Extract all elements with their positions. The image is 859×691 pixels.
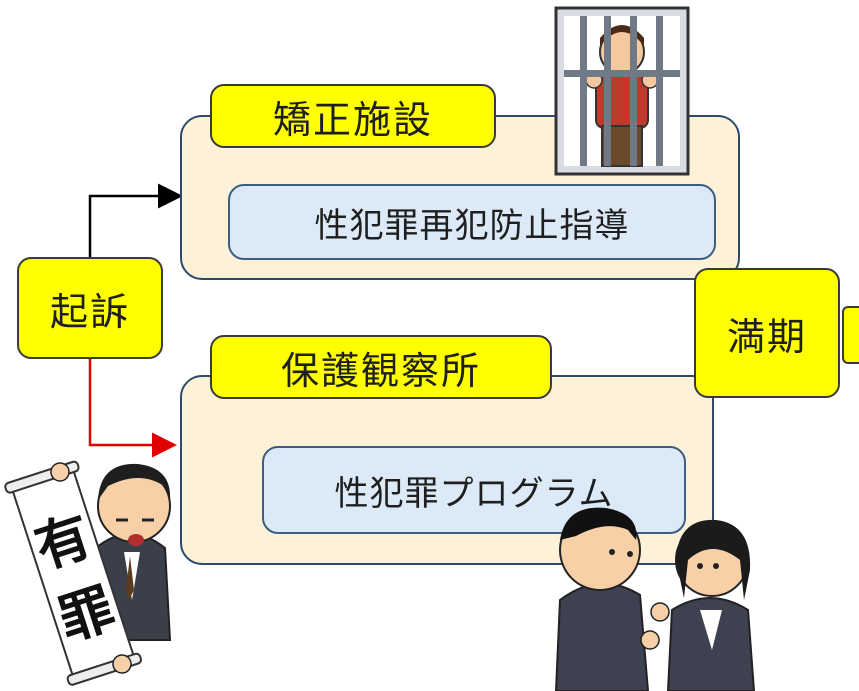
arrow-to-kyosei	[88, 183, 183, 258]
kikkyo-box: 起訴	[17, 257, 163, 359]
manki-next-box-edge	[842, 306, 859, 364]
kyosei-label: 矯正施設	[210, 84, 496, 148]
manki-box: 満期	[694, 268, 840, 398]
kikkyo-text: 起訴	[49, 289, 130, 334]
hogo-program-box: 性犯罪プログラム	[262, 446, 686, 534]
hogo-label-text: 保護観察所	[280, 348, 481, 393]
kyosei-program-box: 性犯罪再犯防止指導	[228, 184, 716, 260]
hogo-label: 保護観察所	[210, 335, 552, 399]
hogo-program-text: 性犯罪プログラム	[334, 473, 614, 514]
arrow-to-hogo	[88, 358, 177, 458]
manki-text: 満期	[726, 314, 807, 359]
kyosei-program-text: 性犯罪再犯防止指導	[314, 205, 630, 246]
kyosei-label-text: 矯正施設	[272, 97, 433, 142]
